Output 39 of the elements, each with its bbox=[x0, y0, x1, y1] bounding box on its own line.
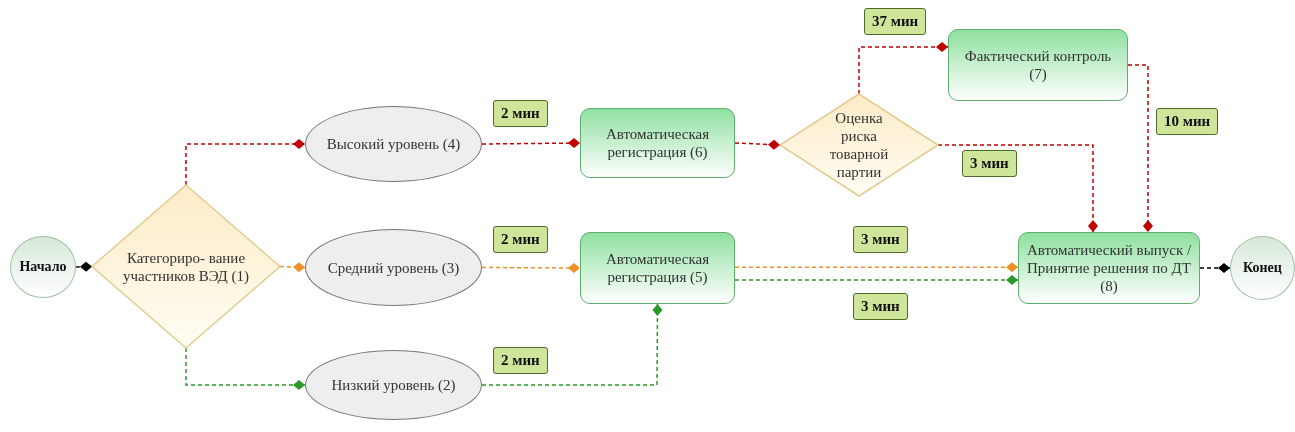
node-label: Низкий уровень (2) bbox=[330, 376, 457, 394]
process-box bbox=[1018, 232, 1200, 304]
node-label: Средний уровень (3) bbox=[326, 258, 461, 277]
connector bbox=[858, 42, 949, 95]
duration-label: 3 мин bbox=[962, 150, 1017, 177]
duration-label: 3 мин bbox=[853, 226, 908, 253]
connector bbox=[1199, 263, 1231, 273]
connector bbox=[481, 138, 581, 149]
node-label: Фактический контроль (7) bbox=[963, 47, 1113, 83]
process-box bbox=[580, 232, 735, 304]
node-label: Автоматический выпуск / Принятие решения по ДТ (8) bbox=[1025, 241, 1193, 295]
connector bbox=[185, 139, 306, 186]
connector bbox=[937, 144, 1098, 233]
connector bbox=[481, 262, 581, 273]
process-box bbox=[580, 108, 735, 178]
duration-label: 10 мин bbox=[1156, 108, 1219, 135]
connector bbox=[734, 139, 781, 150]
node-label: Конец bbox=[1242, 259, 1283, 277]
node-label: Начало bbox=[18, 258, 68, 276]
duration-label: 3 мин bbox=[853, 293, 908, 320]
connector bbox=[75, 261, 93, 272]
node-label: Автоматическая регистрация (6) bbox=[604, 125, 711, 161]
connector bbox=[481, 303, 663, 386]
duration-label: 2 мин bbox=[493, 347, 548, 374]
node-label: Оценка риска товарной партии bbox=[828, 109, 890, 181]
connector bbox=[734, 262, 1019, 273]
node-label: Автоматическая регистрация (5) bbox=[604, 250, 711, 286]
decision-diamond bbox=[780, 94, 938, 196]
duration-label: 2 мин bbox=[493, 226, 548, 253]
duration-label: 2 мин bbox=[493, 100, 548, 127]
connector bbox=[185, 347, 306, 390]
duration-label: 37 мин bbox=[864, 8, 927, 35]
node-label: Высокий уровень (4) bbox=[325, 135, 462, 153]
node-label: Категориро- вание участников ВЭД (1) bbox=[122, 248, 250, 285]
connector bbox=[734, 275, 1019, 285]
connector bbox=[279, 262, 306, 273]
decision-diamond bbox=[92, 185, 280, 348]
process-box bbox=[948, 29, 1128, 101]
connector bbox=[1127, 64, 1153, 233]
